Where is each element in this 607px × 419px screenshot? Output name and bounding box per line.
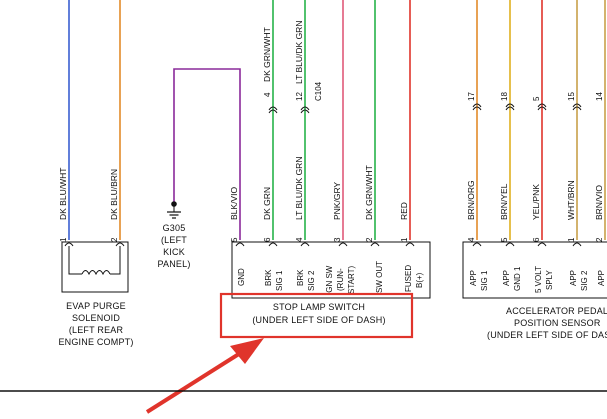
app-wire-label-3: YEL/PNK xyxy=(531,184,541,220)
app-func-1b: SIG 1 xyxy=(480,270,489,291)
evap-solenoid-body xyxy=(61,241,129,293)
app-wire-label-1: BRN/ORG xyxy=(466,180,476,220)
app-func-3b: SPLY xyxy=(545,269,554,290)
sls-func-ign-b: (RUN- xyxy=(336,268,345,291)
evap-caption-4: ENGINE COMPT) xyxy=(58,337,133,347)
app-pin-2: 2 xyxy=(595,237,604,242)
sls-pin-1: 1 xyxy=(400,237,409,242)
sls-func-brk-sig-2a: BRK xyxy=(296,269,305,286)
app-top-pin-14: 14 xyxy=(595,92,604,101)
app-caption-1: ACCELERATOR PEDAL xyxy=(506,306,607,316)
app-func-2a: APP xyxy=(502,270,511,286)
sls-pin-4: 4 xyxy=(295,237,304,242)
c104-wire-label-1: DK GRN/WHT xyxy=(262,27,272,82)
app-pin-6: 6 xyxy=(532,237,541,242)
evap-purge-solenoid: DK BLU/WHT DK BLU/BRN 1 2 EVAP PURGE SOL… xyxy=(58,0,133,347)
sls-func-brk-sig-1b: SIG 1 xyxy=(275,270,284,291)
ground-caption-2: KICK xyxy=(163,247,185,257)
app-func-3a: 5 VOLT xyxy=(534,266,543,293)
c104-wire-label-2: LT BLU/DK GRN xyxy=(294,21,304,84)
stop-lamp-caption-1: STOP LAMP SWITCH xyxy=(273,302,365,312)
evap-caption-1: EVAP PURGE xyxy=(66,301,126,311)
ground-wire xyxy=(173,68,241,240)
app-top-pin-17: 17 xyxy=(467,92,476,101)
sls-wire-label-2: DK GRN/WHT xyxy=(364,165,374,220)
sls-func-fused-b: B(+) xyxy=(415,272,424,288)
app-top-pin-15: 15 xyxy=(567,92,576,101)
ground-caption-1: (LEFT xyxy=(161,235,187,245)
app-sensor-body xyxy=(462,241,607,299)
app-top-pin-5: 5 xyxy=(532,96,541,101)
stop-lamp-switch-body xyxy=(231,241,431,299)
evap-wire-2-label: DK BLU/BRN xyxy=(109,169,119,220)
sls-func-ign-c: START) xyxy=(347,266,356,294)
evap-caption-3: (LEFT REAR xyxy=(69,325,124,335)
c104-connector-id: C104 xyxy=(314,81,323,101)
coil-symbol xyxy=(81,270,111,276)
sls-wire-label-5: BLK/VIO xyxy=(229,187,239,220)
c104-pin-4: 4 xyxy=(263,92,272,97)
annotation-arrow xyxy=(145,338,264,414)
stop-lamp-switch: 4 DK GRN/WHT 12 LT BLU/DK GRN C104 BLK/V… xyxy=(229,0,431,325)
app-wire-label-5: BRN/VIO xyxy=(594,185,604,220)
sls-func-sw-out: SW OUT xyxy=(375,261,384,293)
sls-wire-label-4: LT BLU/DK GRN xyxy=(294,157,304,220)
sls-func-gnd: GND xyxy=(237,268,246,286)
sls-func-brk-sig-2b: SIG 2 xyxy=(307,270,316,291)
app-wire-label-2: BRN/YEL xyxy=(499,183,509,220)
evap-pin-1: 1 xyxy=(59,237,68,242)
ground-id: G305 xyxy=(163,223,186,233)
app-wire-label-4: WHT/BRN xyxy=(566,180,576,220)
highlight-box xyxy=(219,292,414,339)
app-func-1a: APP xyxy=(469,270,478,286)
sls-func-fused-a: FUSED xyxy=(404,265,413,292)
app-pin-4: 4 xyxy=(467,237,476,242)
sls-wire-label-3: PNK/GRY xyxy=(332,182,342,220)
sls-pin-2: 2 xyxy=(365,237,374,242)
sls-pin-5: 5 xyxy=(230,237,239,242)
app-pin-1: 1 xyxy=(567,237,576,242)
sls-wire-label-1: RED xyxy=(399,202,409,220)
evap-pin-2: 2 xyxy=(110,237,119,242)
app-func-4b: SIG 2 xyxy=(580,270,589,291)
app-top-pin-18: 18 xyxy=(500,92,509,101)
stop-lamp-caption-2: (UNDER LEFT SIDE OF DASH) xyxy=(252,315,385,325)
sls-wire-label-6: DK GRN xyxy=(262,187,272,220)
sls-pin-6: 6 xyxy=(263,237,272,242)
app-func-4a: APP xyxy=(569,270,578,286)
evap-caption-2: SOLENOID xyxy=(72,313,120,323)
app-func-2b: GND 1 xyxy=(513,266,522,291)
app-func-5a: APP xyxy=(597,270,606,286)
app-pin-5: 5 xyxy=(500,237,509,242)
sls-pin-3: 3 xyxy=(333,237,342,242)
app-caption-2: POSITION SENSOR xyxy=(514,318,601,328)
evap-wire-1-label: DK BLU/WHT xyxy=(58,168,68,220)
app-sensor: 17 18 5 15 14 BRN/ORG BRN/YEL YEL/PNK WH… xyxy=(462,0,607,340)
ground-caption-3: PANEL) xyxy=(157,259,190,269)
c104-pin-12: 12 xyxy=(295,92,304,101)
sls-func-brk-sig-1a: BRK xyxy=(264,269,273,286)
ground-g305: G305 (LEFT KICK PANEL) xyxy=(157,68,241,269)
app-caption-3: (UNDER LEFT SIDE OF DASH) xyxy=(487,330,607,340)
sls-func-ign-a: IGN SW xyxy=(325,265,334,295)
